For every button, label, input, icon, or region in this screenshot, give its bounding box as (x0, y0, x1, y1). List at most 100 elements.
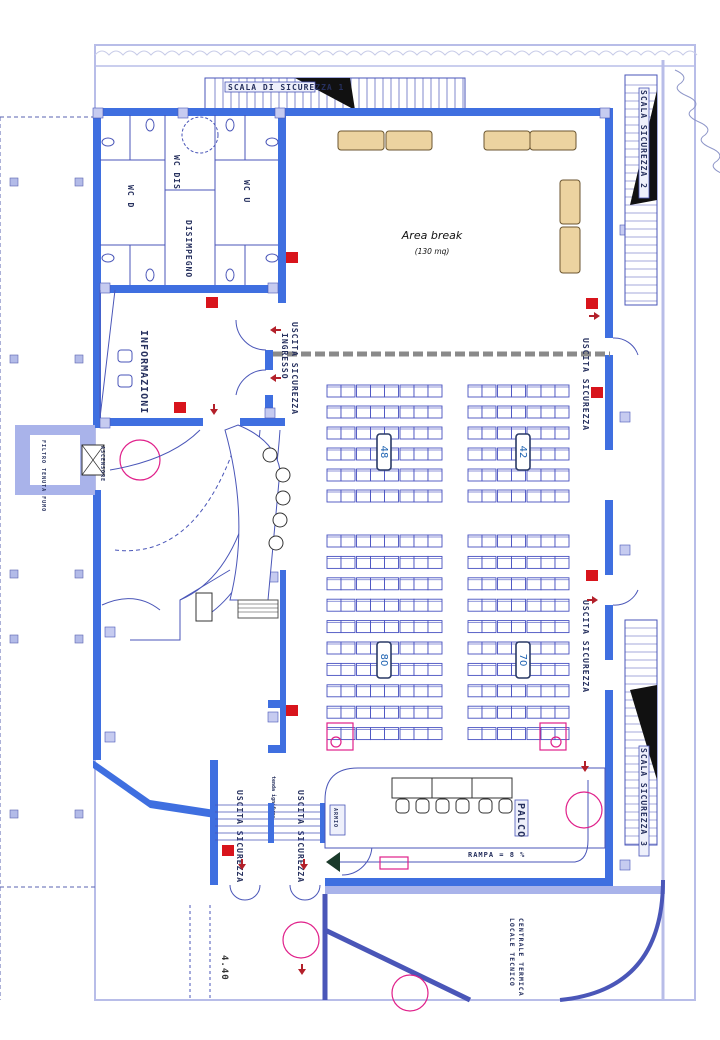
block-bottom-right: 70 (467, 534, 570, 741)
exit-sign-icon (591, 387, 603, 398)
wheelchair-turn-icon (565, 791, 603, 829)
seat (340, 489, 356, 503)
block-top-left: 48 (326, 384, 443, 503)
seat (384, 384, 399, 398)
exit-label: USCITA SICUREZZA (581, 338, 590, 431)
tech-room-label: LOCALE TECNICO (508, 918, 516, 987)
filtro-label: FILTRO TENUTA FUMO (40, 440, 46, 512)
seat (554, 405, 570, 419)
seat (384, 705, 399, 719)
seat (511, 489, 526, 503)
exit-labels: USCITA SICUREZZA INGRESSO USCITA SICUREZ… (235, 322, 590, 883)
seat (427, 641, 443, 655)
seat-count-badge (515, 433, 531, 471)
seat (427, 447, 443, 461)
curtain-label: tenda ignifuga (270, 776, 276, 818)
seat-count-label: 70 (517, 654, 528, 667)
seat (554, 620, 570, 634)
info-desk (99, 289, 133, 419)
block-bottom-left: 80 (326, 534, 443, 741)
stair-2-label: SCALA SICUREZZA 2 (639, 90, 648, 189)
area-break-title: Area break (401, 229, 463, 242)
seat (384, 489, 399, 503)
wheelchair-turn-icon (282, 921, 320, 959)
exit-label: USCITA SICUREZZA (290, 322, 299, 415)
wheelchair-space-icon (326, 722, 354, 751)
chair (268, 535, 284, 551)
area-break: Area break (130 mq) (273, 130, 610, 357)
disimpegno-label: DISIMPEGNO (184, 220, 193, 278)
table (483, 130, 531, 151)
exit-sign-icon (286, 252, 298, 263)
seat (384, 534, 399, 548)
seat (340, 534, 356, 548)
seat (384, 577, 399, 591)
seat (481, 641, 497, 655)
seat (481, 684, 497, 698)
exit-sign-icon (586, 298, 598, 309)
seat (340, 684, 356, 698)
dimension-label: 4.40 (219, 955, 229, 981)
seat (427, 705, 443, 719)
seat (427, 727, 443, 741)
wheelchair-space-icon (539, 722, 567, 751)
seat (511, 620, 526, 634)
seat (340, 555, 356, 569)
seat (340, 447, 356, 461)
seat (427, 489, 443, 503)
filter-lift: FILTRO TENUTA FUMO ASCENSORE (40, 439, 161, 512)
tech-room-label-2: CENTRALE TERMICA (517, 918, 525, 997)
curved-stair (101, 424, 291, 641)
seat (340, 727, 356, 741)
seat (554, 598, 570, 612)
wheelchair-spaces (326, 722, 567, 751)
exit-signs (174, 252, 603, 975)
seat (384, 727, 399, 741)
seat (340, 620, 356, 634)
seat (427, 426, 443, 440)
seat (427, 468, 443, 482)
seat-count-label: 42 (517, 446, 528, 459)
table (337, 130, 385, 151)
seat (481, 534, 497, 548)
seat (554, 705, 570, 719)
seat (427, 662, 443, 676)
seat-count-label: 80 (378, 654, 389, 667)
seat (554, 447, 570, 461)
seat (511, 684, 526, 698)
exit-label: USCITA SICUREZZA (581, 600, 590, 693)
technical-room: LOCALE TECNICO CENTRALE TERMICA 4.40 (189, 879, 665, 1012)
wc-d-label: WC D (126, 185, 135, 208)
seat (384, 468, 399, 482)
seat (427, 405, 443, 419)
stair-1-label: SCALA DI SICUREZZA 1 (228, 83, 344, 92)
seat (554, 489, 570, 503)
stage-label: PALCO (515, 803, 526, 838)
seat (481, 468, 497, 482)
seat (427, 620, 443, 634)
walls (15, 107, 665, 894)
table (559, 226, 581, 274)
exit-sign-icon (174, 402, 186, 413)
seat (427, 534, 443, 548)
seat-count-badge (515, 641, 531, 679)
seat (340, 384, 356, 398)
entrance-label: INGRESSO (280, 333, 289, 380)
block-top-right: 42 (467, 384, 570, 503)
table (385, 130, 433, 151)
chair (262, 447, 278, 463)
seat (384, 598, 399, 612)
seat (554, 641, 570, 655)
seat (340, 641, 356, 655)
seat (427, 555, 443, 569)
ascensore-label: ASCENSORE (99, 446, 105, 482)
table (559, 179, 581, 225)
chair (275, 467, 291, 483)
seat (554, 534, 570, 548)
seat (384, 684, 399, 698)
wc-labels: WC D WC DIS WC U DISIMPEGNO INFORMAZIONI (126, 155, 251, 414)
informazioni-label: INFORMAZIONI (138, 330, 149, 414)
stair-3: SCALA SICUREZZA 3 (624, 619, 658, 857)
seating: 48 42 80 70 (326, 384, 570, 741)
seat (511, 534, 526, 548)
